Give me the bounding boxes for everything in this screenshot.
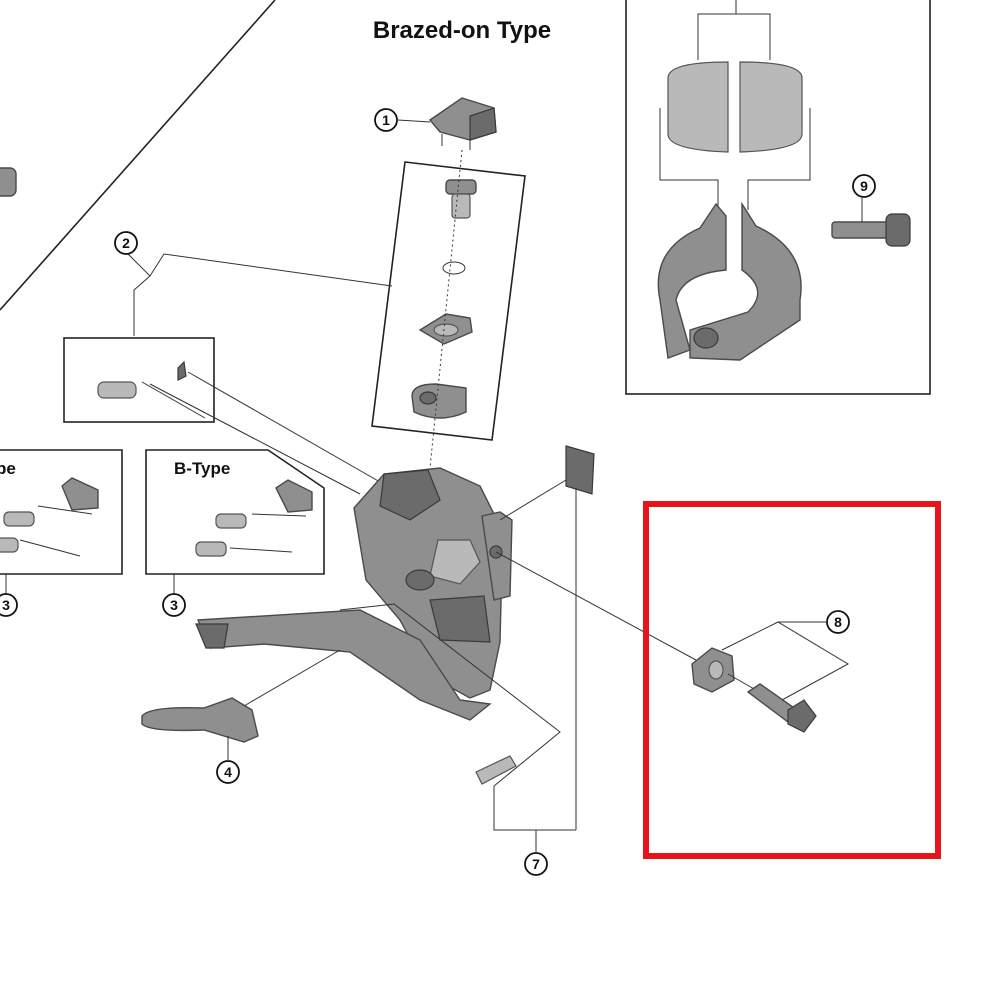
svg-text:1: 1 xyxy=(382,112,390,128)
type-box-b: B-Type xyxy=(145,449,325,575)
callout-3-left: 3 xyxy=(0,574,18,617)
svg-text:7: 7 xyxy=(532,856,540,872)
callout-2-leader xyxy=(127,253,393,287)
callout-7: 7 xyxy=(524,852,548,876)
callout-1-leader xyxy=(397,119,431,123)
part-4-cage-cover xyxy=(141,649,341,760)
callout-4: 4 xyxy=(216,760,240,784)
callout-3-b-type: 3 xyxy=(162,574,186,617)
front-derailleur-body xyxy=(195,467,513,721)
type-box-left-label: pe xyxy=(0,459,16,478)
section-divider-line xyxy=(0,0,276,311)
svg-text:8: 8 xyxy=(834,614,842,630)
callout-9: 9 xyxy=(852,174,876,198)
svg-text:3: 3 xyxy=(170,597,178,613)
callout-1: 1 xyxy=(374,108,398,132)
partial-part-top-left xyxy=(0,167,17,197)
svg-text:9: 9 xyxy=(860,178,868,194)
svg-text:4: 4 xyxy=(224,764,232,780)
clamp-band-box xyxy=(625,0,931,395)
diagram-title: Brazed-on Type xyxy=(373,17,551,44)
part-7-pin xyxy=(475,755,576,852)
callout-2: 2 xyxy=(114,231,138,255)
mount-axis-line xyxy=(495,551,697,661)
part-7-cover xyxy=(499,445,595,830)
svg-text:2: 2 xyxy=(122,235,130,251)
part-2-pin-box xyxy=(63,337,381,495)
type-box-b-label: B-Type xyxy=(174,459,230,478)
callout-8: 8 xyxy=(826,610,850,634)
part-8-bolt-and-washer xyxy=(691,621,850,733)
svg-text:3: 3 xyxy=(2,597,10,613)
adjust-bolt-stack-box xyxy=(371,149,526,469)
highlight-box xyxy=(643,501,941,859)
part-1-cap xyxy=(428,97,497,150)
type-box-left-partial: pe xyxy=(0,449,123,575)
